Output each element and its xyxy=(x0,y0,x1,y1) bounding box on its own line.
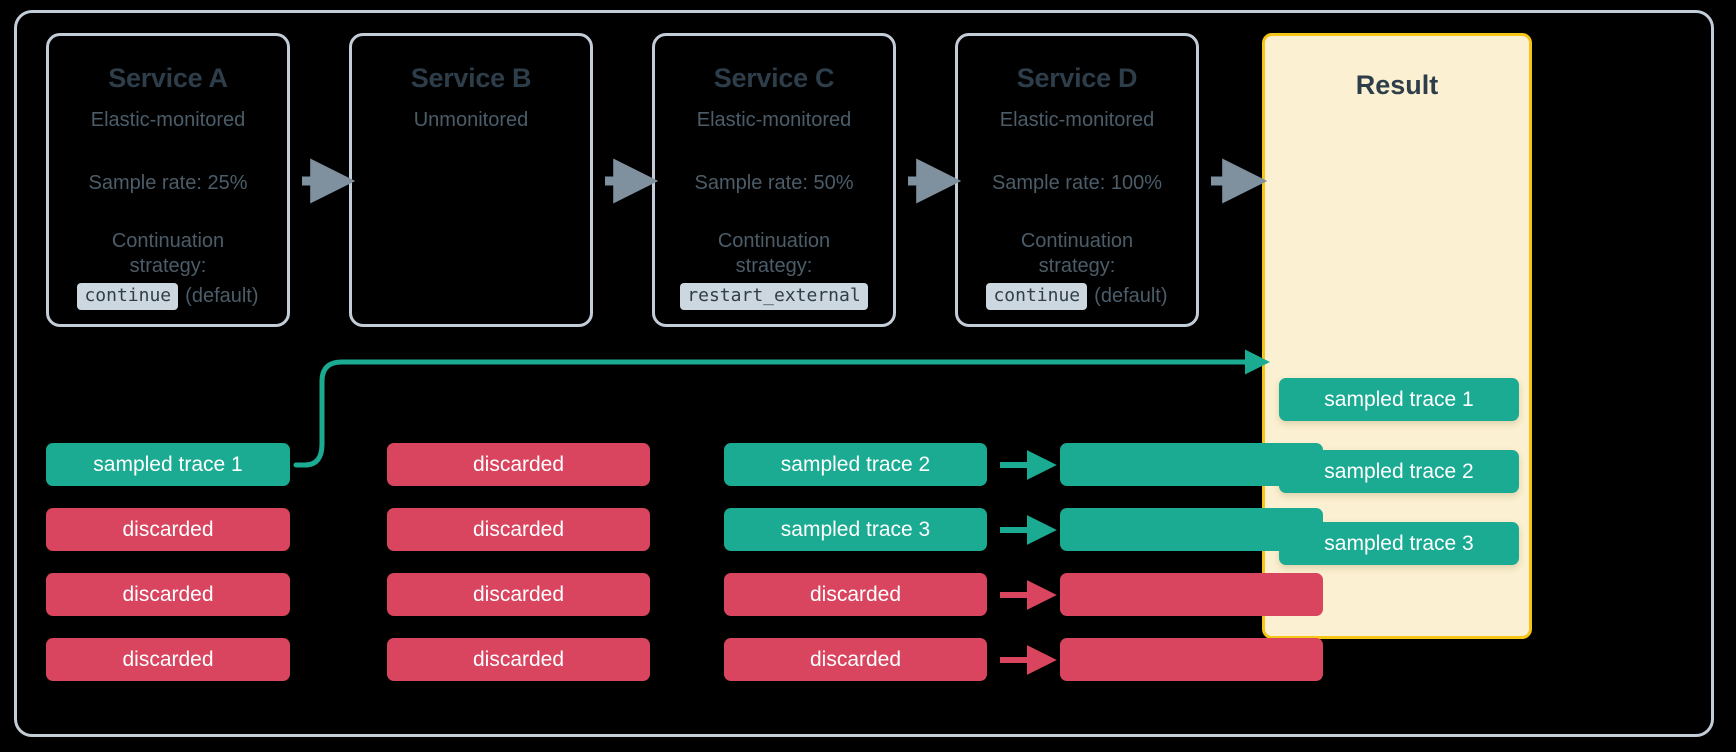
service-strategy-label: Continuation strategy: xyxy=(1020,230,1134,278)
service-card-d: Service D Elastic-monitored Sample rate:… xyxy=(955,33,1199,327)
service-monitoring-status: Elastic-monitored xyxy=(90,109,246,132)
service-sample-rate: Sample rate: 50% xyxy=(694,172,854,195)
service-strategy-label: Continuation strategy: xyxy=(111,230,225,278)
service-card-a: Service A Elastic-monitored Sample rate:… xyxy=(46,33,290,327)
service-monitoring-status: Unmonitored xyxy=(413,109,529,132)
service-strategy-note: (default) xyxy=(1094,285,1168,308)
trace-pill xyxy=(1060,573,1323,616)
trace-pill: discarded xyxy=(724,638,987,681)
result-title: Result xyxy=(1355,70,1439,100)
service-title: Service B xyxy=(410,63,532,93)
service-strategy-row: continue (default) xyxy=(49,283,287,311)
service-strategy-value: continue xyxy=(986,283,1088,311)
trace-pill: discarded xyxy=(387,508,650,551)
service-card-b: Service B Unmonitored xyxy=(349,33,593,327)
trace-pill: discarded xyxy=(46,573,290,616)
service-sample-rate: Sample rate: 25% xyxy=(88,172,248,195)
trace-pill xyxy=(1060,638,1323,681)
service-monitoring-status: Elastic-monitored xyxy=(999,109,1155,132)
service-strategy-note: (default) xyxy=(185,285,259,308)
trace-pill: sampled trace 2 xyxy=(724,443,987,486)
service-monitoring-status: Elastic-monitored xyxy=(696,109,852,132)
service-card-c: Service C Elastic-monitored Sample rate:… xyxy=(652,33,896,327)
service-strategy-value: restart_external xyxy=(680,283,868,311)
service-strategy-row: continue (default) xyxy=(958,283,1196,311)
service-title: Service A xyxy=(108,63,228,93)
service-strategy-label: Continuation strategy: xyxy=(717,230,831,278)
trace-pill: discarded xyxy=(46,638,290,681)
service-title: Service C xyxy=(713,63,835,93)
service-strategy-row: restart_external xyxy=(655,283,893,311)
service-strategy-value: continue xyxy=(77,283,179,311)
trace-pill xyxy=(1060,443,1323,486)
service-title: Service D xyxy=(1016,63,1138,93)
trace-pill xyxy=(1060,508,1323,551)
trace-pill: sampled trace 1 xyxy=(46,443,290,486)
trace-pill: discarded xyxy=(724,573,987,616)
trace-pill: discarded xyxy=(46,508,290,551)
trace-pill: discarded xyxy=(387,573,650,616)
trace-pill: sampled trace 3 xyxy=(724,508,987,551)
trace-pill: discarded xyxy=(387,443,650,486)
result-trace-1: sampled trace 1 xyxy=(1279,378,1519,421)
trace-pill: discarded xyxy=(387,638,650,681)
service-sample-rate: Sample rate: 100% xyxy=(991,172,1163,195)
